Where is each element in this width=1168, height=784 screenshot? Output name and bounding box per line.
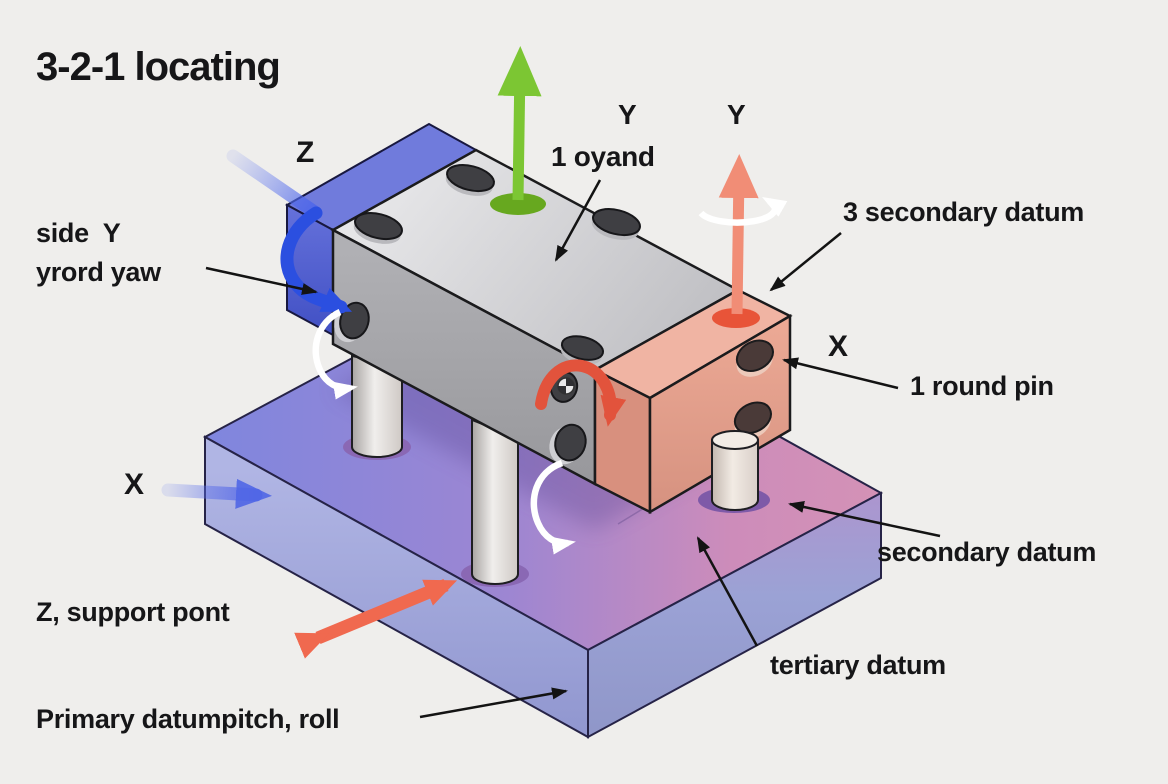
y-axis-label-right: Y (727, 99, 746, 130)
primary-datum-label: Primary datumpitch, roll (36, 704, 340, 734)
green-y-arrow (490, 46, 546, 215)
support-pin-middle (461, 418, 529, 587)
page-title: 3-2-1 locating (36, 45, 281, 89)
leader-round-pin (782, 357, 899, 390)
round-locating-pin (698, 430, 770, 513)
y-axis-label-top: Y (618, 99, 637, 130)
z-axis-label: Z (296, 136, 315, 169)
support-pin-left (343, 354, 411, 460)
red-roll-rotation-arrow (535, 359, 627, 427)
leader-clamp (554, 179, 602, 262)
leader-secondary3 (769, 232, 842, 292)
secondary-datum-label: secondary datum (877, 537, 1097, 567)
round-pin-label: 1 round pin (910, 371, 1054, 401)
x-axis-label-left: X (124, 468, 144, 501)
leader-side (205, 266, 318, 295)
three-secondary-datum-label: 3 secondary datum (843, 197, 1084, 227)
blue-x-arrow (161, 478, 272, 509)
white-rotation-arrow-middle (530, 459, 576, 555)
coral-double-arrow (294, 578, 458, 659)
leader-primary (419, 687, 568, 719)
z-support-label: Z, support pont (36, 597, 230, 627)
yaw-rotation-ring (698, 197, 788, 226)
leader-tertiary (696, 536, 759, 647)
leader-secondary (788, 501, 941, 538)
orange-y-arrow (698, 154, 788, 328)
tertiary-datum-label: tertiary datum (770, 650, 946, 680)
side-label-line1: side Y (36, 218, 121, 248)
clamp-label: 1 oyand (551, 141, 655, 172)
leader-lines (205, 179, 941, 719)
white-rotation-arrow-left (312, 309, 358, 400)
blue-z-arrow (226, 149, 353, 314)
side-label-line2: yrord yaw (36, 257, 161, 287)
screw-head (557, 377, 575, 395)
x-axis-label-right: X (828, 330, 848, 363)
top-face-holes (353, 164, 641, 365)
